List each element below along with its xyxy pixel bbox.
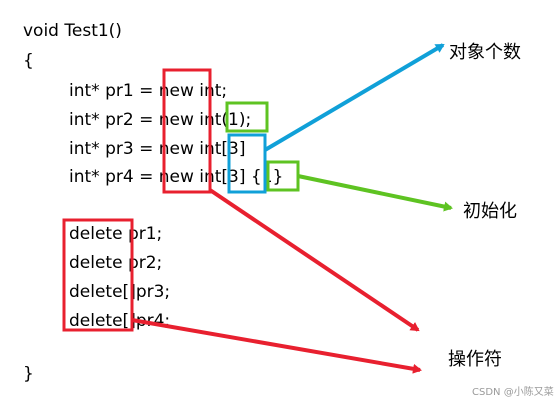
- code-line-function-signature: void Test1(): [23, 21, 122, 41]
- label-operator: 操作符: [448, 349, 502, 370]
- code-line-pr2: int* pr2 = new int(1);: [69, 110, 252, 130]
- code-line-pr1: int* pr1 = new int;: [69, 81, 228, 101]
- code-line-delete-pr3: delete[]pr3;: [69, 282, 171, 302]
- code-line-pr4: int* pr4 = new int[3] {1}: [69, 167, 284, 187]
- label-initialization: 初始化: [463, 201, 517, 222]
- arrow-to-object-count: [263, 43, 445, 152]
- arrow-to-initialization: [297, 174, 453, 212]
- code-line-close-brace: }: [23, 364, 34, 384]
- code-line-delete-pr4: delete[]pr4;: [69, 311, 171, 331]
- code-line-delete-pr1: delete pr1;: [69, 224, 163, 244]
- watermark: CSDN @小陈又菜: [472, 387, 554, 398]
- code-line-pr3: int* pr3 = new int[3]: [69, 139, 246, 159]
- label-object-count: 对象个数: [449, 42, 521, 63]
- arrow-new-to-operator: [208, 188, 420, 332]
- arrow-delete-to-operator: [131, 318, 422, 374]
- code-line-open-brace: {: [23, 51, 34, 71]
- code-line-delete-pr2: delete pr2;: [69, 253, 163, 273]
